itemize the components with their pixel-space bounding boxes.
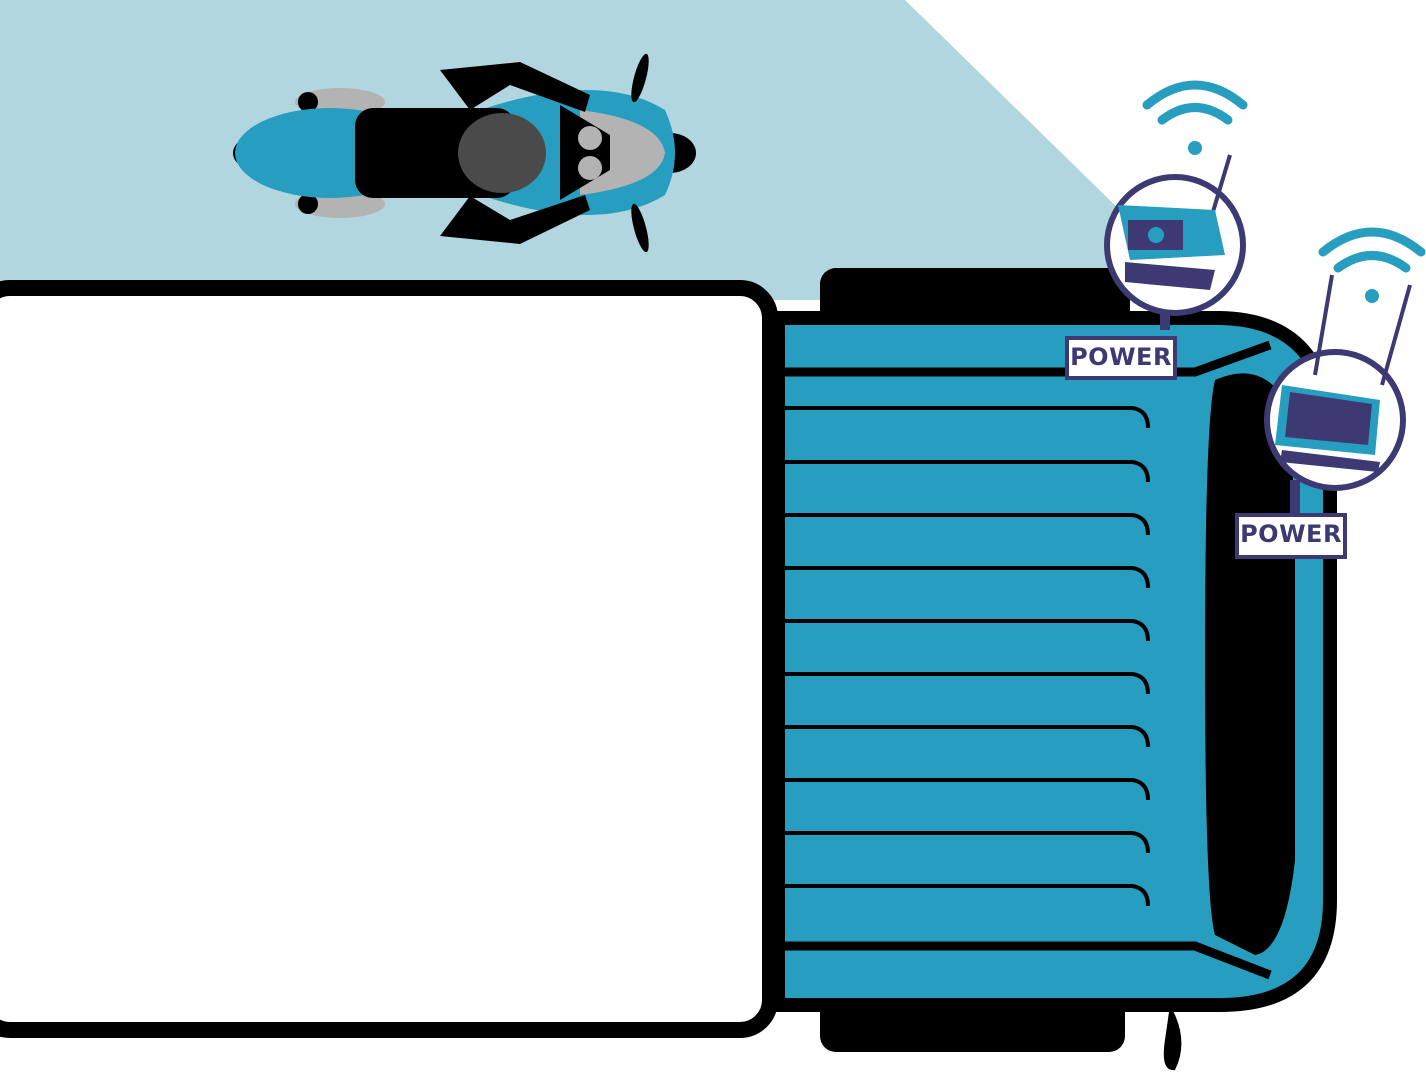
cab-edge-bottom	[778, 941, 1272, 980]
monitor-power-label: POWER	[1235, 513, 1347, 559]
monitor-icon	[1264, 274, 1412, 515]
camera-power-label: POWER	[1065, 336, 1177, 380]
trailer	[0, 280, 778, 1038]
wifi-icon	[1142, 80, 1248, 155]
mirror-bottom	[1163, 1005, 1182, 1071]
wifi-icon	[1318, 227, 1426, 303]
roof-ribs	[778, 406, 1150, 907]
camera-icon	[1104, 154, 1246, 330]
cab-edge-top	[778, 340, 1272, 377]
motorcycle	[233, 53, 696, 253]
